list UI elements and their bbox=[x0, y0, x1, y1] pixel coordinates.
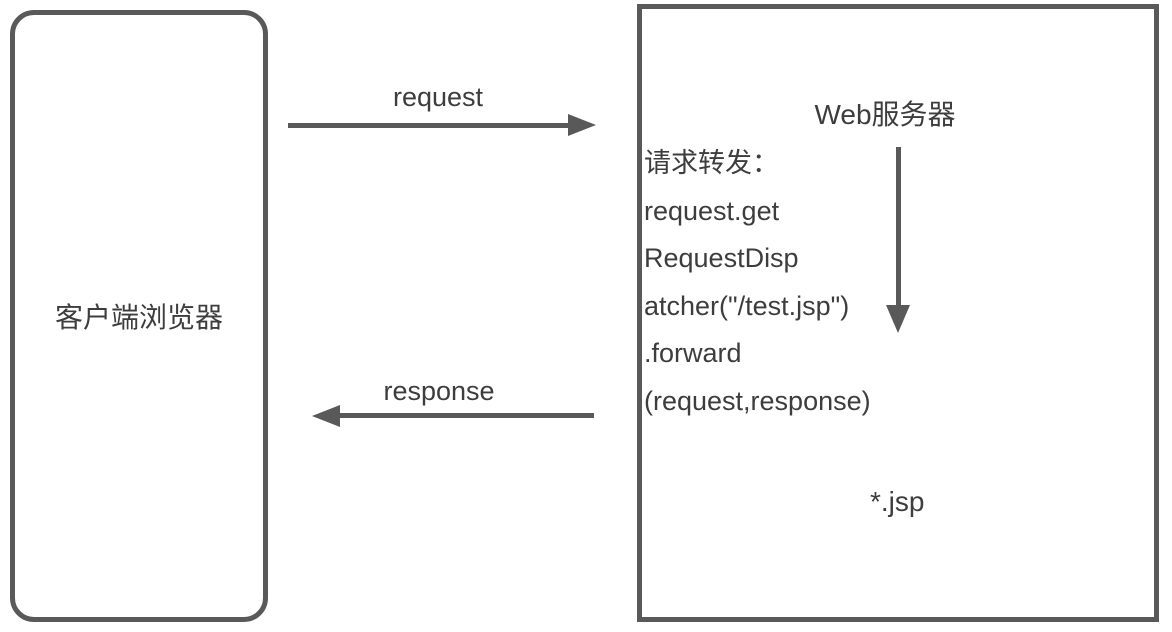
jsp-label: *.jsp bbox=[870, 486, 925, 517]
forward-arrow-line bbox=[896, 147, 901, 307]
response-arrow-line bbox=[336, 413, 594, 418]
request-arrow-line bbox=[288, 123, 570, 128]
forward-code-line: 请求转发： bbox=[644, 148, 779, 178]
server-box-title: Web服务器 bbox=[814, 99, 956, 130]
forward-code-line: .forward bbox=[644, 338, 742, 368]
response-arrowhead-icon bbox=[312, 405, 340, 427]
request-arrowhead-icon bbox=[568, 114, 596, 136]
forward-code-line: atcher("/test.jsp") bbox=[644, 290, 850, 321]
forward-code-line: RequestDisp bbox=[644, 243, 799, 273]
request-label: request bbox=[392, 82, 484, 112]
client-box: 客户端浏览器 bbox=[10, 10, 268, 622]
forward-arrowhead-icon bbox=[886, 305, 910, 333]
forward-code-line: request.get bbox=[644, 195, 780, 226]
response-label: response bbox=[383, 376, 495, 406]
client-box-label: 客户端浏览器 bbox=[54, 302, 223, 333]
forward-code-block: 请求转发： request.get RequestDisp atcher("/t… bbox=[644, 140, 871, 425]
forward-code-line: (request,response) bbox=[644, 385, 871, 416]
